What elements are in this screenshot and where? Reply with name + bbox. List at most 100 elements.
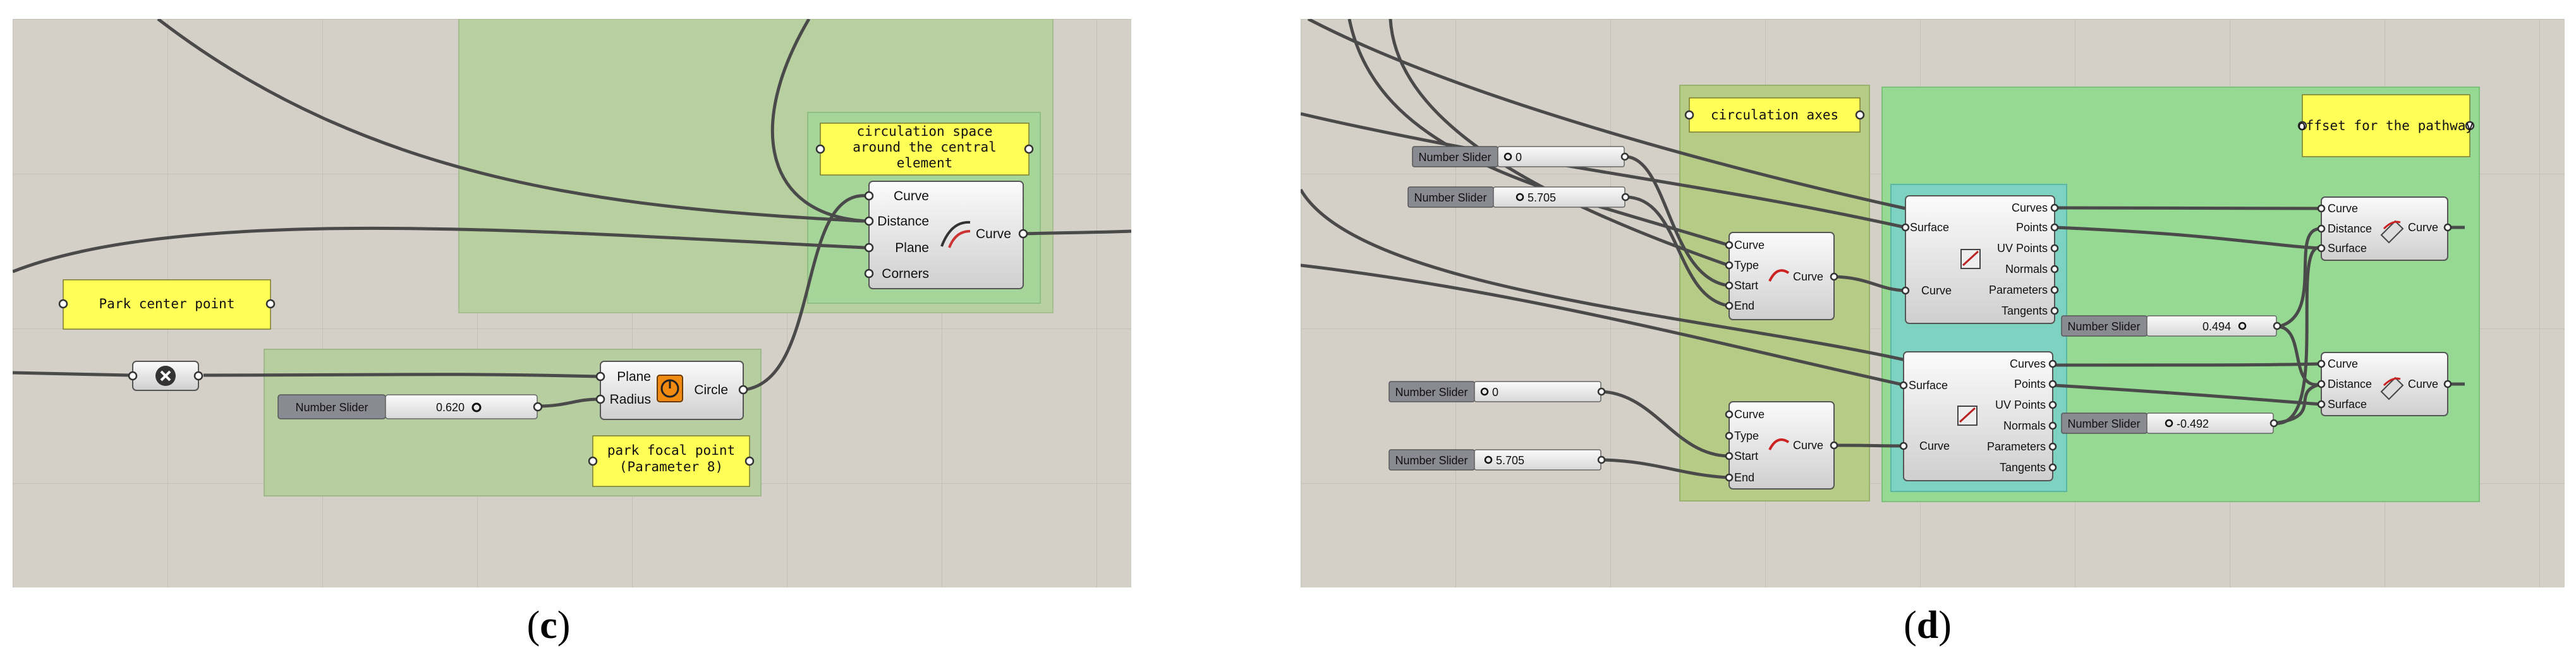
caption-c-letter: c (540, 604, 557, 647)
offsurf-top-input-distance: Distance (2328, 222, 2372, 235)
divide-bottom-output-points: Points (2014, 378, 2046, 390)
slider-d-3-name: Number Slider (1395, 454, 1467, 467)
offset-icon (940, 220, 971, 248)
note-park-focal[interactable]: park focal point (Parameter 8) (588, 435, 755, 487)
caption-c: (c) (527, 604, 571, 647)
offset-surface-node-top[interactable]: Curve Distance Surface Curve (2317, 196, 2452, 261)
offsurf-bottom-input-distance: Distance (2328, 378, 2372, 390)
slider-d-2-value: 0 (1492, 386, 1498, 399)
wire-d-6 (1301, 263, 1906, 387)
circle-input-plane: Plane (617, 370, 651, 384)
slider-d-5-grip-icon[interactable] (2165, 419, 2173, 428)
slider-d-4-grip-icon[interactable] (2238, 322, 2247, 330)
circle-icon (657, 375, 683, 402)
cross-icon (160, 370, 171, 382)
wire-slider-0492 (2276, 325, 2322, 387)
caption-d: (d) (1904, 604, 1952, 647)
curve-top-input-type: Type (1734, 259, 1759, 272)
note-offset-text: offset for the pathway (2298, 118, 2474, 133)
divide-top-output-tangents: Tangents (2002, 304, 2048, 317)
slider-grip-icon[interactable] (471, 402, 482, 412)
panel-d: circulation axes offset for the pathway … (1301, 19, 2565, 587)
slider-d-5[interactable]: Number Slider -0.492 (2061, 412, 2278, 434)
slider-d-0-grip-icon[interactable] (1504, 152, 1512, 161)
slider-d-4[interactable]: Number Slider 0.494 (2061, 315, 2281, 337)
offset-output-curve: Curve (976, 227, 1011, 241)
divide-node-top[interactable]: Surface Curve Curves Points UV Points No… (1901, 195, 2059, 324)
wire-slider-neg-up (2273, 246, 2322, 425)
circle-node[interactable]: Plane Radius Circle (595, 361, 748, 420)
slider-name-label: Number Slider (295, 401, 368, 414)
offset-input-distance: Distance (877, 214, 929, 229)
wire-d-4 (1301, 112, 1906, 229)
divide-bottom-input-surface: Surface (1909, 379, 1948, 392)
curve-node-bottom[interactable]: Curve Type Start End Curve (1725, 401, 1838, 490)
note-circulation-axes[interactable]: circulation axes (1684, 97, 1865, 133)
wire-offset-output (1024, 229, 1131, 236)
curve-bottom-input-curve: Curve (1734, 408, 1765, 421)
curve-node-top[interactable]: Curve Type Start End Curve (1725, 232, 1838, 320)
note-park-center[interactable]: Park center point (58, 279, 276, 330)
arc-curve-icon (1768, 438, 1790, 450)
offset-input-corners: Corners (882, 267, 929, 281)
note-focal-line1: park focal point (607, 443, 735, 458)
offsurf-bottom-input-curve: Curve (2328, 358, 2358, 370)
divide-top-output-curves: Curves (2012, 202, 2048, 214)
circle-output-circle: Circle (694, 383, 728, 397)
divide-node-bottom[interactable]: Surface Curve Curves Points UV Points No… (1899, 351, 2057, 481)
wire-curves2-out (2053, 362, 2322, 367)
slider-d-1-grip-icon[interactable] (1516, 193, 1524, 202)
divide-top-input-surface: Surface (1910, 221, 1949, 234)
offset-input-plane: Plane (895, 241, 929, 255)
slider-d-1[interactable]: Number Slider 5.705 (1407, 186, 1630, 208)
curve-bottom-input-start: Start (1734, 450, 1758, 462)
offsurf-top-input-surface: Surface (2328, 242, 2367, 255)
divide-top-input-curve: Curve (1921, 284, 1952, 297)
offset-surface-icon (2380, 220, 2404, 244)
panel-c: circulation space around the central ele… (13, 19, 1131, 587)
slider-d-0-value: 0 (1516, 151, 1522, 164)
slider-d-3-value: 5.705 (1496, 454, 1524, 467)
divide-top-output-uvpoints: UV Points (1997, 242, 2048, 255)
curve-bottom-input-type: Type (1734, 430, 1759, 442)
note-circulation-space[interactable]: circulation space around the central ele… (815, 123, 1034, 176)
slider-d-2[interactable]: Number Slider 0 (1388, 381, 1606, 402)
wire-points-out (2053, 226, 2322, 250)
offsurf-top-output: Curve (2408, 221, 2438, 234)
slider-d-3-grip-icon[interactable] (1484, 455, 1493, 464)
arc-curve-icon (1768, 269, 1790, 282)
wire-d-1 (1307, 19, 1906, 210)
note-circulation-line1: circulation space (857, 124, 993, 139)
offset-surface-node-bottom[interactable]: Curve Distance Surface Curve (2317, 352, 2452, 416)
slider-d-0[interactable]: Number Slider 0 (1412, 146, 1629, 167)
wire-plane-input (13, 226, 865, 274)
divide-top-output-points: Points (2016, 221, 2048, 234)
offset-input-curve: Curve (894, 189, 929, 203)
wire-slider5705b-end (1601, 458, 1729, 479)
offset-curve-node[interactable]: Curve Distance Plane Corners Curve (864, 181, 1028, 289)
wire-curve-to-divide (1834, 275, 1906, 292)
wire-circle-to-curve (744, 194, 868, 392)
wire-slider0b-start (1601, 390, 1729, 458)
wire-slider-to-radius (540, 397, 600, 408)
curve-bottom-input-end: End (1734, 471, 1754, 484)
wire-point-to-plane (203, 373, 600, 378)
note-offset-pathway[interactable]: offset for the pathway (2297, 94, 2475, 157)
divide-bottom-output-tangents: Tangents (2000, 461, 2046, 474)
divide-bottom-output-uvpoints: UV Points (1995, 399, 2046, 411)
curve-top-output: Curve (1793, 270, 1823, 283)
divide-top-output-normals: Normals (2005, 263, 2048, 275)
caption-d-letter: d (1917, 604, 1938, 647)
slider-d-2-grip-icon[interactable] (1480, 387, 1489, 396)
point-parameter[interactable] (128, 361, 204, 391)
slider-d-1-value: 5.705 (1528, 191, 1556, 204)
wire-slider0-start (1625, 155, 1729, 287)
surface-divide-icon (1957, 406, 1978, 426)
divide-bottom-output-curves: Curves (2010, 358, 2046, 370)
slider-d-3[interactable]: Number Slider 5.705 (1388, 449, 1606, 471)
radius-number-slider[interactable]: Number Slider 0.620 (277, 394, 543, 419)
slider-d-4-value: 0.494 (2202, 320, 2231, 333)
note-park-center-text: Park center point (99, 296, 235, 311)
slider-d-2-name: Number Slider (1395, 386, 1467, 399)
